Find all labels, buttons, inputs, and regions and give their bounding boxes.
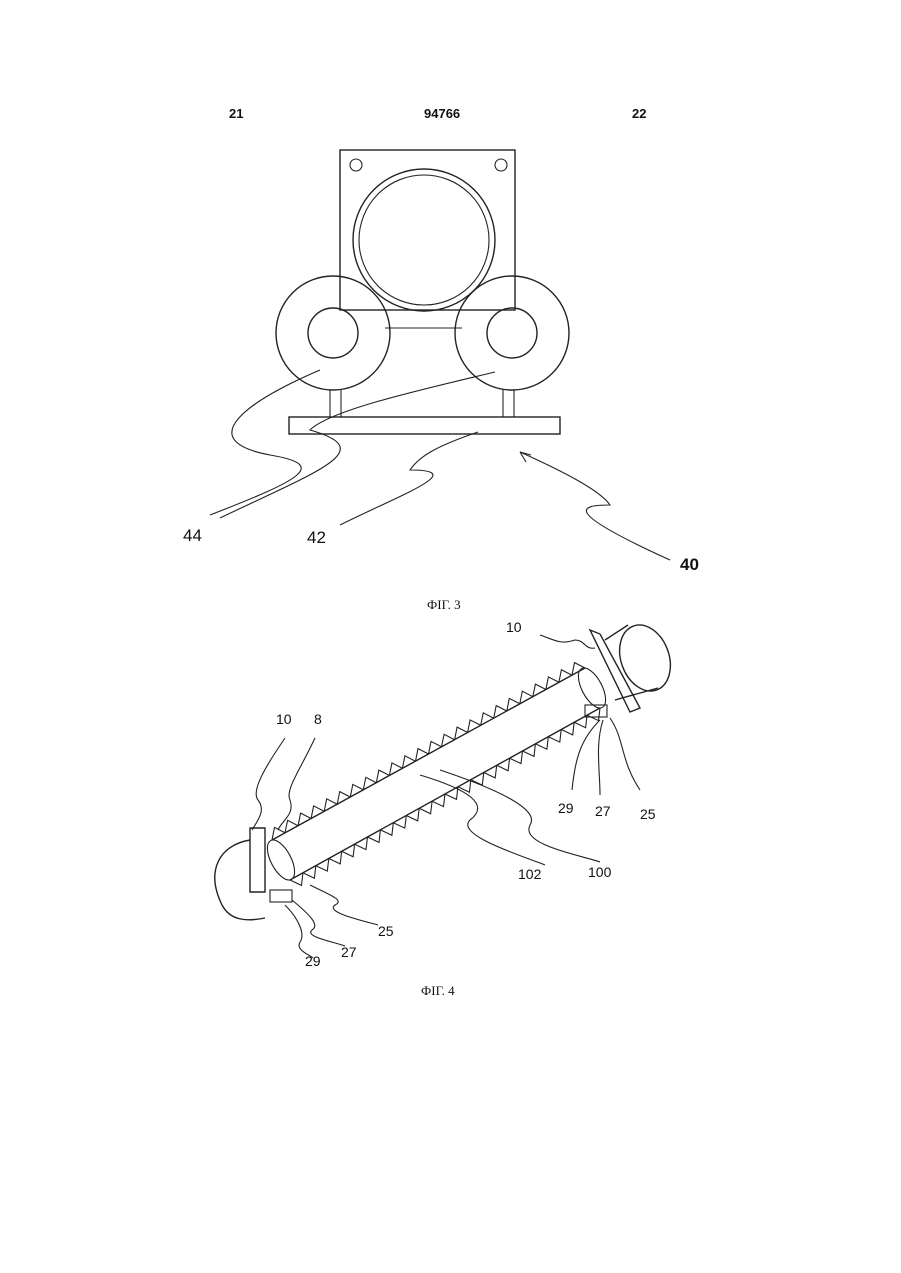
ref-label-25-left: 25 [378,923,394,939]
ref-label-100: 100 [588,864,612,880]
ref-label-27-right: 27 [595,803,611,819]
ref-label-29-right: 29 [558,800,574,816]
ref-label-8: 8 [314,711,322,727]
ref-label-10-left: 10 [276,711,292,727]
ref-label-10-top: 10 [506,619,522,635]
figure-4-caption: ФІГ. 4 [421,983,455,999]
left-motor-cylinder [215,840,265,920]
ref-label-102: 102 [518,866,542,882]
ref-label-27-left: 27 [341,944,357,960]
ref-label-29-left: 29 [305,953,321,969]
ref-label-25-right: 25 [640,806,656,822]
